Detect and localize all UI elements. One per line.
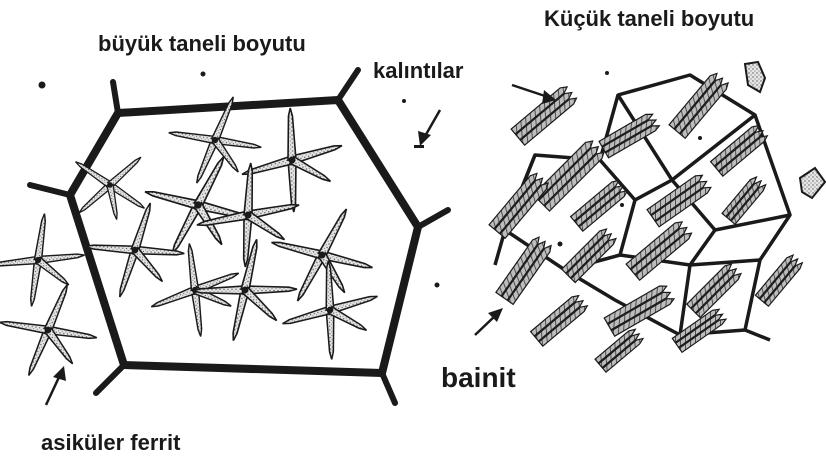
bainite-sheaf <box>489 171 550 238</box>
arrow-acicular-ferrite <box>46 366 66 405</box>
arrow-inclusions-left <box>418 110 440 146</box>
bainite-sheaf <box>647 172 712 226</box>
ferrite-crystal <box>273 253 388 368</box>
label-acicular-ferrite: asiküler ferrit <box>41 432 180 454</box>
ferrite-crystal <box>0 213 85 307</box>
small-grain-structure <box>414 62 825 372</box>
ferrite-crystal <box>51 126 168 243</box>
acicular-ferrite-crystals <box>0 83 389 391</box>
label-small-grain-size: Küçük taneli boyutu <box>544 8 754 30</box>
label-bainite: bainit <box>441 364 516 392</box>
bainite-sheaf <box>626 219 693 280</box>
label-large-grain-size: büyük taneli boyutu <box>98 33 306 55</box>
ferrite-crystal <box>0 269 109 390</box>
large-grain-structure <box>0 70 448 403</box>
bainite-sheaf <box>687 262 743 318</box>
bainite-sheaf <box>562 227 618 283</box>
arrow-bainite <box>475 308 503 335</box>
bainite-sheaf <box>496 235 553 304</box>
bainite-sheaf <box>722 175 767 224</box>
arrow-inclusions-top <box>512 85 556 104</box>
bainite-sheaf <box>531 293 589 346</box>
bainite-sheaf <box>755 253 803 306</box>
label-inclusions: kalıntılar <box>373 60 463 82</box>
inclusion-particle <box>745 62 825 198</box>
bainite-sheaf <box>711 123 769 176</box>
